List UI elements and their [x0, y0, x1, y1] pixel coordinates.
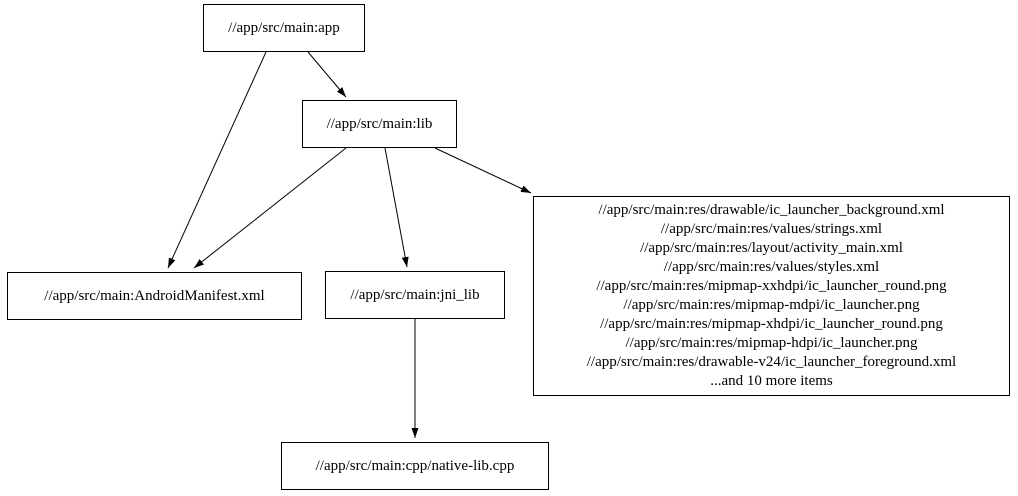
res-group-line: //app/src/main:res/layout/activity_main.…	[640, 240, 903, 256]
res-group-line: //app/src/main:res/values/styles.xml	[663, 259, 880, 275]
res-group-line: //app/src/main:res/drawable/ic_launcher_…	[598, 202, 945, 218]
node-native-lib-cpp-label: //app/src/main:cpp/native-lib.cpp	[315, 457, 515, 474]
res-group-line: //app/src/main:res/mipmap-xhdpi/ic_launc…	[600, 316, 943, 332]
edge-app-to-lib	[307, 51, 347, 98]
res-group-line: //app/src/main:res/values/strings.xml	[660, 221, 883, 237]
res-group-more-items: ...and 10 more items	[710, 373, 833, 389]
res-group-line: //app/src/main:res/mipmap-mdpi/ic_launch…	[623, 297, 920, 313]
node-lib: //app/src/main:lib	[302, 100, 457, 148]
res-group-line: //app/src/main:res/mipmap-xxhdpi/ic_laun…	[596, 278, 947, 294]
node-native-lib-cpp: //app/src/main:cpp/native-lib.cpp	[281, 442, 549, 490]
edge-lib-to-manifest	[193, 147, 347, 269]
node-android-manifest: //app/src/main:AndroidManifest.xml	[7, 272, 302, 320]
res-group-line: //app/src/main:res/mipmap-hdpi/ic_launch…	[625, 335, 918, 351]
res-group-line: //app/src/main:res/drawable-v24/ic_launc…	[586, 354, 957, 370]
node-res-group: //app/src/main:res/drawable/ic_launcher_…	[533, 196, 1010, 396]
edge-lib-to-jni-lib	[384, 147, 409, 268]
node-jni-lib: //app/src/main:jni_lib	[325, 271, 505, 319]
node-app: //app/src/main:app	[203, 4, 365, 52]
node-android-manifest-label: //app/src/main:AndroidManifest.xml	[44, 287, 265, 304]
edge-app-to-manifest	[167, 51, 267, 269]
edge-lib-to-res-group	[434, 147, 532, 194]
node-app-label: //app/src/main:app	[228, 19, 340, 36]
node-jni-lib-label: //app/src/main:jni_lib	[350, 286, 480, 303]
node-lib-label: //app/src/main:lib	[326, 115, 433, 132]
